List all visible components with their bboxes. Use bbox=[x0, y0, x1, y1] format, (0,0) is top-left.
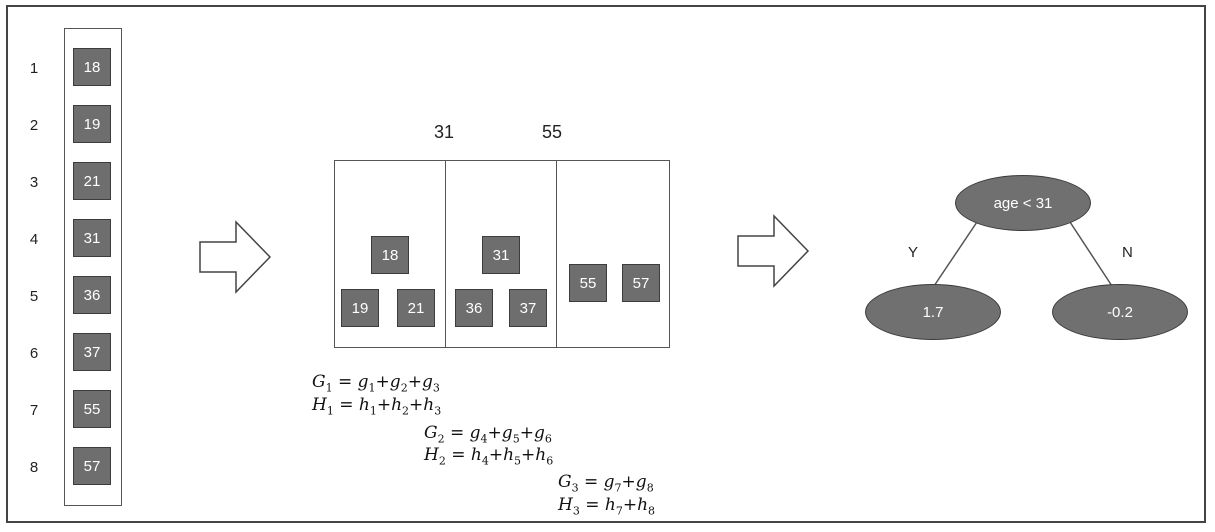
formula-h1: H1 = h1+h2+h3 bbox=[312, 395, 442, 418]
bucket-3-item: 55 bbox=[569, 264, 607, 302]
value-square: 36 bbox=[73, 276, 111, 314]
index-label: 2 bbox=[29, 117, 39, 134]
bucket-2-item: 37 bbox=[509, 289, 547, 327]
split-point-label: 31 bbox=[434, 122, 455, 142]
bucket-divider bbox=[445, 161, 446, 347]
formula-h3: H3 = h7+h8 bbox=[558, 495, 656, 518]
value-square: 37 bbox=[73, 333, 111, 371]
tree-root-node: age < 31 bbox=[955, 175, 1091, 231]
bucket-2-item: 36 bbox=[455, 289, 493, 327]
index-label: 6 bbox=[29, 345, 39, 362]
index-label: 7 bbox=[29, 402, 39, 419]
sorted-values-column bbox=[64, 28, 122, 506]
value-square: 55 bbox=[73, 390, 111, 428]
bucket-divider bbox=[556, 161, 557, 347]
right-arrow-icon bbox=[737, 214, 810, 288]
index-label: 5 bbox=[29, 288, 39, 305]
bucket-1-item: 19 bbox=[341, 289, 379, 327]
right-branch-line bbox=[1069, 221, 1113, 287]
value-square: 21 bbox=[73, 162, 111, 200]
left-branch-line bbox=[933, 221, 978, 287]
bucket-1-item: 18 bbox=[371, 236, 409, 274]
bucket-container bbox=[334, 160, 670, 348]
bucket-2-item: 31 bbox=[482, 236, 520, 274]
formula-g3: G3 = g7+g8 bbox=[558, 472, 654, 495]
diagram-frame bbox=[6, 5, 1206, 523]
edge-label-yes: Y bbox=[908, 244, 919, 261]
split-point-label: 55 bbox=[542, 122, 563, 142]
formula-h2: H2 = h4+h5+h6 bbox=[424, 445, 554, 468]
index-label: 3 bbox=[29, 174, 39, 191]
formula-g1: G1 = g1+g2+g3 bbox=[312, 372, 440, 395]
index-label: 8 bbox=[29, 459, 39, 476]
tree-left-leaf: 1.7 bbox=[865, 284, 1001, 340]
value-square: 31 bbox=[73, 219, 111, 257]
bucket-1-item: 21 bbox=[397, 289, 435, 327]
value-square: 57 bbox=[73, 447, 111, 485]
tree-right-leaf: -0.2 bbox=[1052, 284, 1188, 340]
bucket-3-item: 57 bbox=[622, 264, 660, 302]
edge-label-no: N bbox=[1122, 244, 1133, 261]
index-label: 1 bbox=[29, 60, 39, 77]
index-label: 4 bbox=[29, 231, 39, 248]
value-square: 18 bbox=[73, 48, 111, 86]
right-arrow-icon bbox=[199, 220, 272, 294]
value-square: 19 bbox=[73, 105, 111, 143]
formula-g2: G2 = g4+g5+g6 bbox=[424, 423, 552, 446]
